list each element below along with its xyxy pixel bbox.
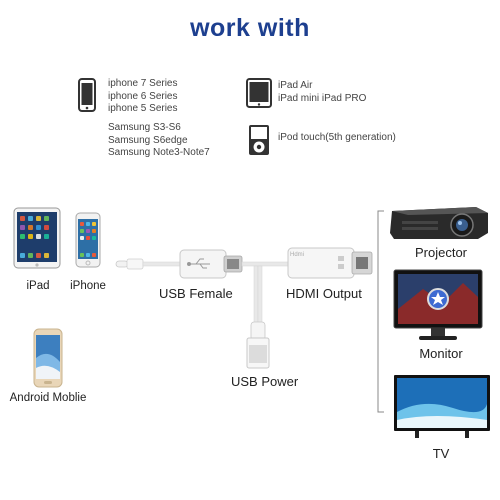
ipod-icon [248,124,270,156]
monitor-label: Monitor [419,346,463,361]
compat-item: iPad Air [278,80,313,91]
ipad-label: iPad [26,280,50,292]
compat-item: Samsung S6edge [108,134,188,146]
compat-item: iphone 7 Series [108,78,178,89]
samsung-compat-list: Samsung S3-S6 Samsung S6edge Samsung Not… [108,122,210,160]
usb-female-adapter [179,249,243,279]
compat-item: iPad mini iPad PRO [278,92,367,104]
usb-symbol-icon [187,258,210,269]
compat-item: Samsung Note3-Note7 [108,147,210,159]
compat-item: iphone 5 Series [108,103,178,115]
iphone-label: iPhone [70,280,106,292]
output-bracket [377,210,384,413]
android-phone-icon [33,328,63,388]
compat-item: Samsung S3-S6 [108,122,181,133]
tv-icon [393,374,491,440]
ipad-compat-list: iPad Air iPad mini iPad PRO [278,80,366,105]
compat-item: iphone 6 Series [108,90,178,102]
projector-label: Projector [414,245,468,260]
hdmi-output-label: HDMI Output [286,286,362,301]
usb-power-plug [246,321,270,369]
iphone-compat-list: iphone 7 Series iphone 6 Series iphone 5… [108,78,178,116]
iphone-device-icon [75,212,101,268]
adapter-brand-label: Hdmi [290,252,305,258]
usb-power-label: USB Power [231,374,299,389]
hdmi-output-adapter [287,247,373,279]
lightning-connector-icon [115,258,144,270]
ipod-compat-list: iPod touch(5th generation) [278,132,396,145]
usb-female-label: USB Female [159,286,233,301]
compat-item: iPod touch(5th generation) [278,132,396,143]
android-label: Android Moblie [9,392,87,404]
page-title: work with [190,14,310,42]
iphone-icon [78,78,96,112]
ipad-device-icon [13,207,61,269]
tv-label: TV [432,446,450,461]
ipad-icon [246,78,272,108]
projector-icon [388,203,492,243]
monitor-icon [393,269,483,343]
